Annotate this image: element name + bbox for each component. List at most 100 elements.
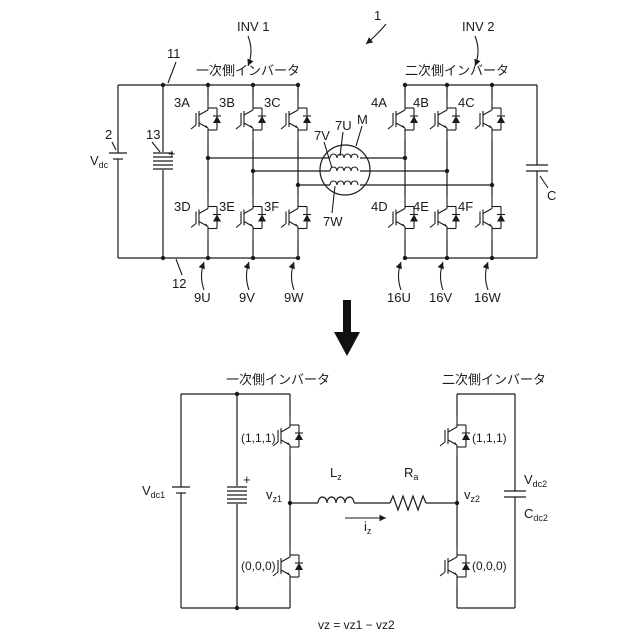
igbt-gate-lead [281, 125, 286, 129]
diode-symbol [258, 215, 266, 222]
vdc1-label: Vdc1 [142, 483, 165, 500]
ref-13: 13 [146, 127, 160, 142]
leg-label-16U: 16U [387, 290, 411, 305]
motor-winding [330, 167, 358, 171]
bottom-secondary-label: 二次側インバータ [442, 372, 546, 387]
plus-sign-bottom: + [243, 472, 251, 487]
leg-arrow-16W [486, 262, 489, 290]
vz1-label: vz1 [266, 487, 282, 504]
leader-c [540, 176, 548, 188]
secondary-inverter-label: 二次側インバータ [405, 63, 509, 78]
switch-high-2 [281, 98, 311, 140]
collector-slant [396, 110, 405, 115]
collector-slant [281, 427, 290, 432]
collector-slant [438, 110, 447, 115]
junction-dot [235, 606, 239, 610]
motor-winding [330, 181, 358, 185]
junction-dot [403, 156, 407, 160]
vz2-label: vz2 [464, 487, 480, 504]
switch-high-0 [191, 98, 221, 140]
junction-dot [161, 83, 165, 87]
igbt-gate-lead [440, 442, 445, 446]
switch-label-3E: 3E [219, 199, 235, 214]
resistor-ra [390, 496, 426, 510]
diode-symbol [452, 116, 460, 123]
junction-dot [490, 183, 494, 187]
igbt-gate-lead [191, 224, 196, 228]
igbt-gate-lead [475, 224, 480, 228]
collector-slant [448, 427, 457, 432]
phase-7v-label: 7V [314, 128, 330, 143]
vdc-label: Vdc [90, 153, 109, 170]
state-low-left: (0,0,0) [241, 559, 276, 573]
switch-high-4 [430, 98, 460, 140]
diode-symbol [295, 433, 303, 440]
bottom-primary-label: 一次側インバータ [226, 372, 330, 387]
collector-slant [289, 209, 298, 214]
inv1-label: INV 1 [237, 19, 270, 34]
diode-symbol [410, 116, 418, 123]
collector-slant [281, 557, 290, 562]
switch-label-3B: 3B [219, 95, 235, 110]
diode-symbol [497, 116, 505, 123]
inv1-arrow [248, 36, 251, 66]
switch-label-4E: 4E [413, 199, 429, 214]
leader-11 [168, 62, 176, 83]
capacitor-c-label: C [547, 188, 556, 203]
transition-arrow-shaft [343, 300, 351, 334]
junction-dot [235, 392, 239, 396]
diode-symbol [462, 563, 470, 570]
vdc2-label: Vdc2 [524, 472, 547, 489]
state-high-left: (1,1,1) [241, 431, 276, 445]
igbt-gate-lead [430, 125, 435, 129]
collector-slant [244, 209, 253, 214]
switch-label-3D: 3D [174, 199, 191, 214]
switch-label-3F: 3F [264, 199, 279, 214]
junction-dot [161, 256, 165, 260]
phase-7w-label: 7W [323, 214, 343, 229]
diode-symbol [497, 215, 505, 222]
igbt-gate-lead [191, 125, 196, 129]
inv2-arrow [475, 36, 478, 66]
collector-slant [448, 557, 457, 562]
igbt-gate-lead [388, 125, 393, 129]
diode-symbol [303, 215, 311, 222]
diode-symbol [258, 116, 266, 123]
leg-arrow-16U [399, 262, 402, 290]
ref-12: 12 [172, 276, 186, 291]
leg-label-16V: 16V [429, 290, 452, 305]
switch-label-4A: 4A [371, 95, 387, 110]
switch-low-5 [475, 195, 505, 240]
inv2-label: INV 2 [462, 19, 495, 34]
collector-slant [244, 110, 253, 115]
bottom-switch-high-left [273, 416, 303, 456]
lz-label: Lz [330, 465, 342, 482]
diode-symbol [303, 116, 311, 123]
ref-11: 11 [167, 46, 181, 61]
switch-high-1 [236, 98, 266, 140]
diode-symbol [295, 563, 303, 570]
leg-label-9U: 9U [194, 290, 211, 305]
switch-low-2 [281, 195, 311, 240]
junction-dot [251, 169, 255, 173]
phase-7u-label: 7U [335, 118, 352, 133]
motor-winding [330, 154, 358, 158]
switch-label-4D: 4D [371, 199, 388, 214]
igbt-gate-lead [440, 572, 445, 576]
igbt-gate-lead [475, 125, 480, 129]
diode-symbol [462, 433, 470, 440]
motor-m-label: M [357, 112, 368, 127]
collector-slant [289, 110, 298, 115]
ra-label: Ra [404, 465, 418, 482]
diode-symbol [410, 215, 418, 222]
switch-label-4B: 4B [413, 95, 429, 110]
leg-label-9V: 9V [239, 290, 255, 305]
junction-dot [206, 156, 210, 160]
igbt-gate-lead [388, 224, 393, 228]
ref-2: 2 [105, 127, 112, 142]
fig-number-arrow [366, 24, 386, 44]
state-high-right: (1,1,1) [472, 431, 507, 445]
cdc2-label: Cdc2 [524, 506, 548, 523]
bottom-switch-low-left [273, 546, 303, 586]
